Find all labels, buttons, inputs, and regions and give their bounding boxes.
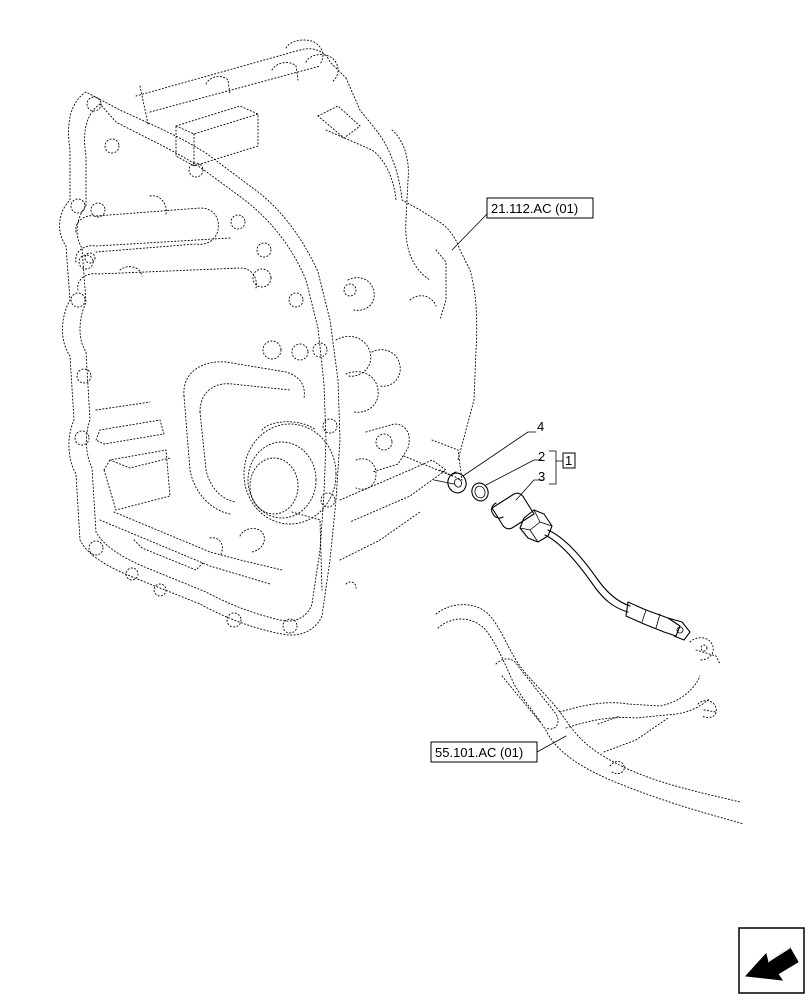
group-1-text: 1 — [565, 453, 572, 468]
group-1-label[interactable]: 1 — [562, 452, 576, 469]
arrow-back-icon[interactable] — [738, 927, 805, 994]
transmission-housing — [59, 39, 478, 636]
part-4-washer — [447, 471, 467, 494]
leader-2 — [485, 459, 543, 486]
callout-4: 4 — [537, 419, 544, 434]
part-3-sensor — [491, 492, 691, 641]
harness-reference-label[interactable]: 55.101.AC (01) — [430, 741, 538, 763]
wiring-harness — [435, 604, 745, 825]
housing-reference-text: 21.112.AC (01) — [491, 201, 578, 216]
group-bracket — [548, 450, 557, 485]
leader-4 — [462, 431, 537, 477]
callout-2: 2 — [538, 449, 545, 464]
harness-leader — [536, 735, 567, 753]
harness-reference-text: 55.101.AC (01) — [435, 745, 523, 760]
housing-reference-label[interactable]: 21.112.AC (01) — [486, 197, 594, 219]
part-2-o-ring — [471, 482, 489, 502]
callout-3: 3 — [538, 469, 545, 484]
leader-3 — [515, 479, 545, 501]
